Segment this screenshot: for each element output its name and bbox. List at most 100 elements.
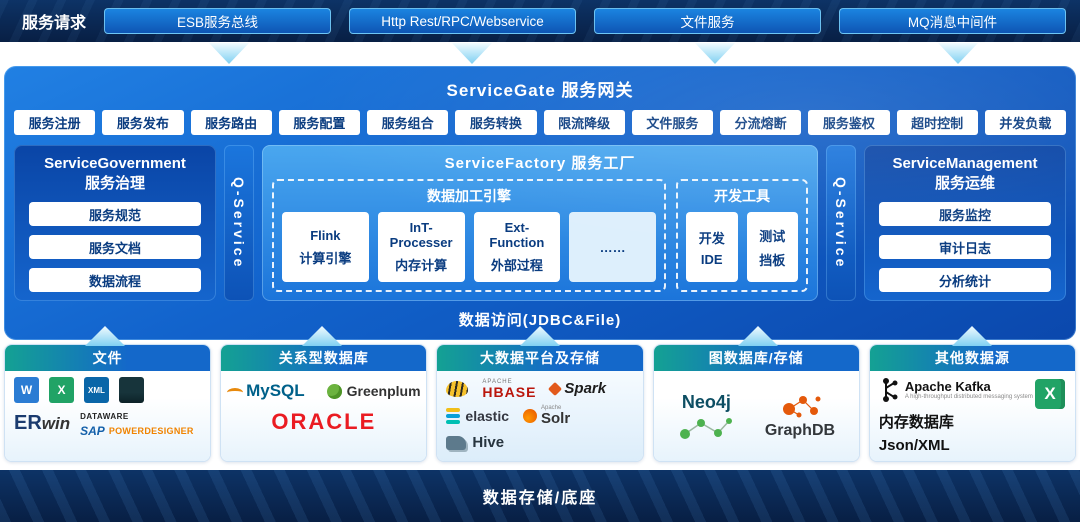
feature-file-service: 文件服务 [631, 110, 713, 135]
hive-bee-icon [446, 380, 469, 397]
data-access-label: 数据访问(JDBC&File) [458, 312, 622, 329]
datasource-row: 文件 W X XML ERwin DATAWARE SAP POWERDESIG… [4, 344, 1077, 462]
kafka-logo: Apache Kafka A high-throughput distribut… [879, 376, 1066, 404]
hive-icon [446, 435, 467, 450]
esb-bus-node: ESB服务总线 [104, 8, 332, 34]
elastic-logo: elastic [446, 407, 509, 424]
service-government-panel: ServiceGovernment 服务治理 服务规范 服务文档 数据流程 [14, 145, 216, 301]
graphdb-logo: GraphDB [765, 392, 835, 440]
elastic-icon [446, 407, 461, 424]
files-box-body: W X XML ERwin DATAWARE SAP POWERDESIGNER [5, 371, 211, 461]
management-title: ServiceManagement 服务运维 [892, 155, 1038, 192]
governance-item-spec: 服务规范 [29, 202, 201, 226]
feature-service-auth: 服务鉴权 [808, 110, 890, 135]
feature-circuit-break: 分流熔断 [720, 110, 802, 135]
factory-title: ServiceFactory 服务工厂 [444, 155, 636, 172]
oracle-logo: ORACLE [271, 409, 377, 434]
datasource-files-box: 文件 W X XML ERwin DATAWARE SAP POWERDESIG… [4, 344, 212, 462]
greenplum-logo: Greenplum [326, 383, 421, 399]
http-rest-rpc-node: Http Rest/RPC/Webservice [349, 8, 577, 34]
sap-logo: SAP [80, 424, 105, 438]
management-item-audit-log: 审计日志 [879, 235, 1051, 259]
memory-db-label: 内存数据库 [878, 414, 954, 431]
down-arrow-icon [938, 43, 978, 64]
card-more: …… [569, 212, 656, 282]
files-box-title: 文件 [5, 345, 211, 371]
governance-title: ServiceGovernment 服务治理 [44, 155, 186, 192]
service-management-panel: ServiceManagement 服务运维 服务监控 审计日志 分析统计 [864, 145, 1066, 301]
document-file-icon [119, 377, 144, 403]
feature-service-register: 服务注册 [14, 110, 96, 135]
neo4j-logo: Neo4j [677, 392, 735, 441]
mq-middleware-node: MQ消息中间件 [839, 8, 1067, 34]
dataware-logo: DATAWARE [80, 412, 129, 421]
down-arrow-icon [695, 43, 735, 64]
service-gate-panel: ServiceGate 服务网关 服务注册 服务发布 服务路由 服务配置 服务组… [4, 66, 1076, 340]
feature-timeout-control: 超时控制 [896, 110, 978, 135]
bigdata-box-title: 大数据平台及存储 [437, 345, 643, 371]
other-box-body: Apache Kafka A high-throughput distribut… [869, 371, 1076, 461]
datasource-graph-box: 图数据库/存储 Neo4j [652, 344, 860, 462]
card-test-stub: 测试挡板 [746, 212, 798, 282]
relational-box-title: 关系型数据库 [221, 345, 427, 371]
feature-service-publish: 服务发布 [102, 110, 184, 135]
down-arrow-icon [209, 43, 249, 64]
gateway-feature-row: 服务注册 服务发布 服务路由 服务配置 服务组合 服务转换 限流降级 文件服务 … [14, 110, 1066, 135]
management-item-analytics: 分析统计 [879, 268, 1051, 292]
feature-service-compose: 服务组合 [367, 110, 449, 135]
feature-service-config: 服务配置 [278, 110, 360, 135]
datasource-other-box: 其他数据源 Apache Kafka A high-throughput [868, 344, 1077, 462]
feature-concurrency-load: 并发负载 [984, 110, 1066, 135]
mysql-logo: MySQL [227, 381, 305, 401]
governance-item-docs: 服务文档 [29, 235, 201, 259]
service-request-label: 服务请求 [22, 15, 87, 32]
graph-box-body: Neo4j [653, 371, 859, 461]
powerdesigner-logo: POWERDESIGNER [108, 426, 194, 436]
relational-box-body: MySQL Greenplum ORACLE [221, 371, 427, 461]
erwin-logo: ERwin [14, 412, 71, 434]
q-service-strip-left: Q-Service [224, 145, 254, 301]
graphdb-dots-icon [782, 396, 821, 418]
down-arrow-icon [452, 43, 492, 64]
engine-title: 数据加工引擎 [427, 188, 511, 204]
greenplum-icon [326, 383, 342, 399]
management-item-monitor: 服务监控 [879, 202, 1051, 226]
xml-file-icon: XML [84, 377, 109, 403]
excel-file-icon: X [49, 377, 74, 403]
excel-icon: X [1035, 379, 1066, 409]
neo4j-graph-icon [680, 417, 733, 439]
datasource-relational-box: 关系型数据库 MySQL Greenplum ORACLE [220, 344, 428, 462]
graph-box-title: 图数据库/存储 [653, 345, 859, 371]
feature-service-transform: 服务转换 [455, 110, 537, 135]
service-request-bar: 服务请求 ESB服务总线 Http Rest/RPC/Webservice 文件… [0, 0, 1080, 42]
footer-label: 数据存储/底座 [482, 490, 598, 507]
mysql-dolphin-icon [227, 388, 244, 397]
hive-logo: Hive [446, 434, 504, 451]
spark-logo: Spark [548, 380, 606, 397]
feature-service-route: 服务路由 [190, 110, 272, 135]
q-service-strip-right: Q-Service [826, 145, 856, 301]
file-service-node: 文件服务 [594, 8, 822, 34]
kafka-icon [882, 378, 898, 402]
feature-rate-limit: 限流降级 [543, 110, 625, 135]
solr-sun-icon [523, 408, 537, 423]
json-xml-label: Json/XML [878, 437, 950, 454]
devtools-title: 开发工具 [714, 188, 770, 204]
data-storage-base-bar: 数据存储/底座 [0, 470, 1080, 522]
spark-star-icon [548, 381, 563, 396]
gateway-title: ServiceGate 服务网关 [446, 81, 634, 100]
gateway-columns: ServiceGovernment 服务治理 服务规范 服务文档 数据流程 Q-… [14, 145, 1066, 301]
word-file-icon: W [14, 377, 39, 403]
other-box-title: 其他数据源 [869, 345, 1076, 371]
